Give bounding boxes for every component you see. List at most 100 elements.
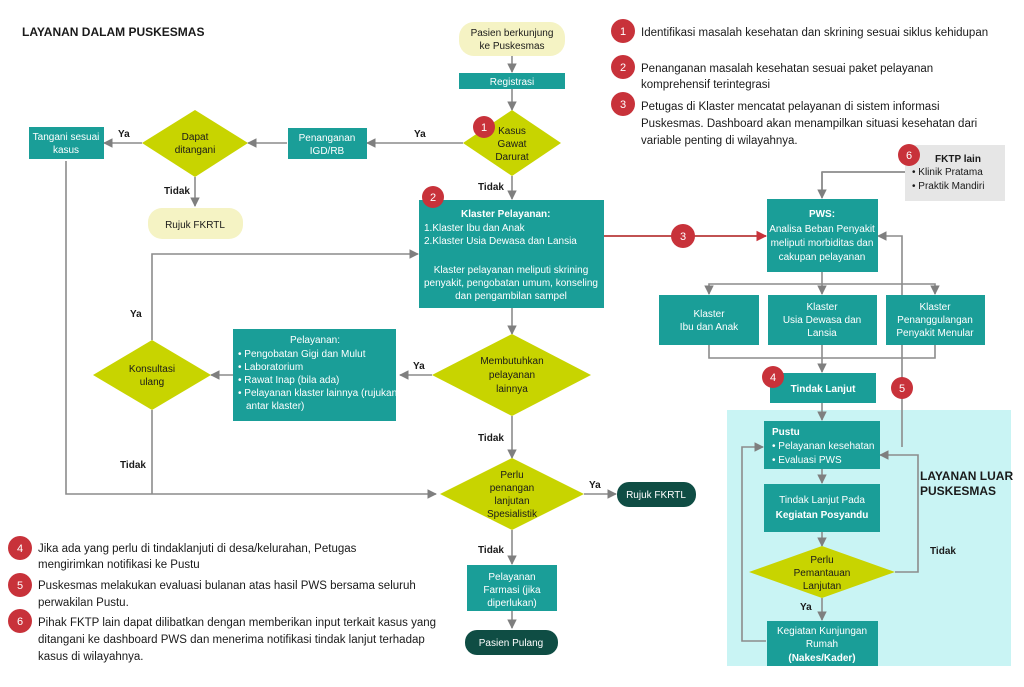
note-4-num: 4 [17, 543, 23, 555]
note-2-badge [611, 55, 635, 79]
note-3-num: 3 [620, 99, 626, 111]
diagram-badges: 1 2 3 4 5 6 [422, 116, 920, 399]
pustu-item-2: • Evaluasi PWS [772, 455, 842, 466]
pustu-item-1: • Pelayanan kesehatan [772, 441, 874, 452]
node-klaster-pelayanan [419, 200, 604, 308]
node-kunjungan-rumah [767, 621, 878, 666]
rujuk2-label: Rujuk FKRTL [626, 490, 686, 501]
konsultasi-line2: ulang [140, 377, 164, 388]
badge-2 [422, 186, 444, 208]
tindak-label: Tindak Lanjut [791, 384, 856, 395]
klaster-desc-1: Klaster pelayanan meliputi skrining [434, 265, 589, 276]
decision-membutuhkan-pelayanan [432, 334, 591, 416]
fktp-title: FKTP lain [935, 154, 981, 165]
pemantauan-line2: Pemantauan [794, 568, 851, 579]
membutuhkan-line3: lainnya [496, 384, 528, 395]
note-5-line1: Puskesmas melakukan evaluasi bulanan ata… [38, 580, 416, 592]
label-tidak-pemantauan: Tidak [930, 546, 956, 557]
label-tidak-konsultasi: Tidak [120, 460, 146, 471]
k-ibu-line1: Klaster [693, 309, 725, 320]
notes-bottom: 4 Jika ada yang perlu di tindaklanjuti d… [8, 536, 436, 663]
note-6-line2: ditangani ke dashboard PWS dan menerima … [38, 634, 425, 646]
label-tidak-membutuhkan: Tidak [478, 433, 504, 444]
badge-4 [762, 366, 784, 388]
fktp-item-1: • Klinik Pratama [912, 167, 983, 178]
node-registrasi-label: Registrasi [490, 77, 534, 88]
note-3-line2: Puskesmas. Dashboard akan menampilkan si… [641, 118, 977, 130]
note-6-badge [8, 609, 32, 633]
note-2-line2: komprehensif terintegrasi [641, 79, 770, 91]
kunjungan-line3: (Nakes/Kader) [788, 653, 855, 664]
klaster-item-2: 2.Klaster Usia Dewasa dan Lansia [424, 236, 577, 247]
node-start-line1: Pasien berkunjung [471, 28, 554, 39]
note-4-badge [8, 536, 32, 560]
label-ya-konsultasi: Ya [130, 309, 142, 320]
note-3-line1: Petugas di Klaster mencatat pelayanan di… [641, 101, 940, 113]
note-5-num: 5 [17, 580, 23, 592]
pelayanan-item-2: • Laboratorium [238, 362, 303, 373]
page-title: LAYANAN DALAM PUSKESMAS [22, 25, 204, 39]
label-tidak-dapat: Tidak [164, 186, 190, 197]
note-6-num: 6 [17, 616, 23, 628]
luar-title-line2: PUSKESMAS [920, 484, 996, 498]
badge-2-num: 2 [430, 192, 436, 204]
klaster-title: Klaster Pelayanan: [461, 209, 551, 220]
node-klaster-penyakit-menular [886, 295, 985, 345]
edge-labels: Ya Ya Tidak Tidak Ya Ya Tidak Tidak Ya T… [118, 129, 956, 613]
node-pustu [764, 421, 880, 469]
pelayanan-item-4-cont: antar klaster) [246, 401, 304, 412]
kunjungan-line2: Rumah [806, 639, 838, 650]
node-pws [767, 199, 878, 272]
membutuhkan-line1: Membutuhkan [480, 356, 543, 367]
node-klaster-usia-dewasa [768, 295, 877, 345]
node-tindak-lanjut [770, 373, 876, 403]
pelayanan-item-4: • Pelayanan klaster lainnya (rujukan [238, 388, 397, 399]
pelayanan-item-1: • Pengobatan Gigi dan Mulut [238, 349, 366, 360]
perlu-line4: Spesialistik [487, 509, 538, 520]
node-kegiatan-posyandu [764, 484, 880, 532]
node-rujuk-fkrtl-2 [617, 482, 696, 507]
badge-4-num: 4 [770, 372, 776, 384]
badge-6 [898, 144, 920, 166]
igd-line2: IGD/RB [310, 146, 345, 157]
note-2-num: 2 [620, 62, 626, 74]
note-5-badge [8, 573, 32, 597]
k-dewasa-line3: Lansia [807, 328, 837, 339]
farmasi-line2: Farmasi (jika [483, 585, 541, 596]
note-2-line1: Penanganan masalah kesehatan sesuai pake… [641, 63, 933, 75]
pws-desc-3: cakupan pelayanan [779, 252, 866, 263]
pelayanan-title: Pelayanan: [290, 335, 340, 346]
pws-desc-2: meliputi morbiditas dan [771, 238, 874, 249]
decision-perlu-pemantauan [749, 546, 895, 598]
decision-perlu-penangan-spesialistik [440, 458, 584, 530]
k-dewasa-line1: Klaster [806, 302, 838, 313]
posyandu-line2: Kegiatan Posyandu [776, 510, 869, 521]
node-klaster-ibu-anak [659, 295, 759, 345]
label-ya-dapat: Ya [118, 129, 130, 140]
membutuhkan-line2: pelayanan [489, 370, 535, 381]
label-ya-kasus: Ya [414, 129, 426, 140]
note-4-line2: mengirimkan notifikasi ke Pustu [38, 559, 200, 571]
node-tangani-sesuai-kasus [29, 127, 104, 159]
note-3-badge [611, 92, 635, 116]
label-ya-pemantauan: Ya [800, 602, 812, 613]
label-ya-perlu: Ya [589, 480, 601, 491]
klaster-desc-2: penyakit, pengobatan umum, konseling [424, 278, 598, 289]
farmasi-line3: diperlukan) [487, 598, 536, 609]
badge-5 [891, 377, 913, 399]
connectors [65, 56, 940, 642]
klaster-item-1: 1.Klaster Ibu dan Anak [424, 223, 526, 234]
klaster-desc-3: dan pengambilan sampel [455, 291, 567, 302]
pulang-label: Pasien Pulang [479, 638, 544, 649]
note-1-badge [611, 19, 635, 43]
label-tidak-kasus: Tidak [478, 182, 504, 193]
kasus-line3: Darurat [495, 152, 529, 163]
badge-3-num: 3 [680, 231, 686, 243]
node-start [459, 22, 565, 56]
farmasi-line1: Pelayanan [488, 572, 535, 583]
pws-title: PWS: [809, 209, 835, 220]
note-5-line2: perwakilan Pustu. [38, 597, 129, 609]
node-start-line2: ke Puskesmas [479, 41, 544, 52]
k-menular-line2: Penanggulangan [897, 315, 973, 326]
